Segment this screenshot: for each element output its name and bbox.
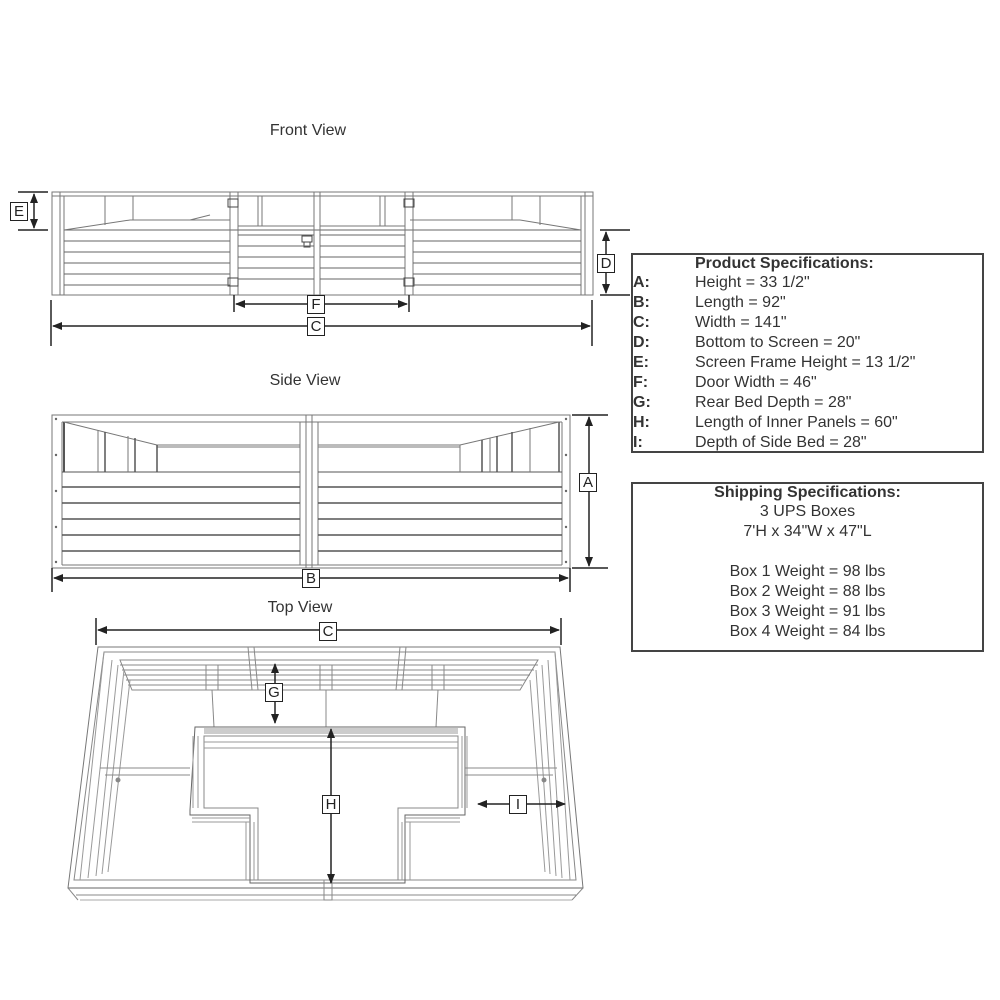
spec-row-g: G: Rear Bed Depth = 28"	[633, 393, 982, 413]
spec-row-c: C: Width = 141"	[633, 313, 982, 333]
spec-value-length: Length = 92"	[695, 294, 786, 311]
front-view-title: Front View	[269, 122, 347, 139]
spec-value-screen-frame-height: Screen Frame Height = 13 1/2"	[695, 354, 916, 371]
shipping-specifications-heading: Shipping Specifications:	[714, 484, 901, 501]
dimension-label-b: B	[302, 569, 320, 588]
dimension-label-g: G	[265, 683, 283, 702]
top-view-drawing	[67, 646, 584, 901]
dimension-label-c-top: C	[319, 622, 337, 641]
product-specifications-heading: Product Specifications:	[695, 255, 874, 272]
shipping-box-dimensions: 7'H x 34"W x 47"L	[743, 523, 872, 540]
spec-value-width: Width = 141"	[695, 314, 787, 331]
dimension-label-i: I	[509, 795, 527, 814]
spec-value-height: Height = 33 1/2"	[695, 274, 810, 291]
product-specifications-box: Product Specifications: A: Height = 33 1…	[631, 253, 984, 453]
top-view-dimensions	[95, 618, 566, 884]
spec-key: F:	[633, 374, 649, 391]
spec-key: G:	[633, 394, 651, 411]
dimension-label-f: F	[307, 295, 325, 314]
spec-value-side-bed-depth: Depth of Side Bed = 28"	[695, 434, 867, 451]
dimension-label-a: A	[579, 473, 597, 492]
spec-key: D:	[633, 334, 650, 351]
shipping-specifications-box: Shipping Specifications: 3 UPS Boxes 7'H…	[631, 482, 984, 652]
spec-value-door-width: Door Width = 46"	[695, 374, 817, 391]
spec-row-h: H: Length of Inner Panels = 60"	[633, 413, 982, 433]
top-view-title: Top View	[267, 599, 333, 616]
spacer	[633, 542, 982, 562]
box-4-weight: Box 4 Weight = 84 lbs	[729, 623, 886, 640]
spec-key: I:	[633, 434, 643, 451]
box-3-weight: Box 3 Weight = 91 lbs	[729, 603, 886, 620]
side-view-title: Side View	[269, 372, 341, 389]
spec-value-inner-panel-length: Length of Inner Panels = 60"	[695, 414, 898, 431]
side-view-drawing	[51, 414, 571, 569]
spec-row-e: E: Screen Frame Height = 13 1/2"	[633, 353, 982, 373]
box-1-weight: Box 1 Weight = 98 lbs	[729, 563, 886, 580]
spec-key: H:	[633, 414, 650, 431]
spec-key: A:	[633, 274, 650, 291]
product-specifications-list: A: Height = 33 1/2" B: Length = 92" C: W…	[633, 273, 982, 453]
front-view-drawing	[51, 191, 594, 296]
dimension-label-d: D	[597, 254, 615, 273]
spec-key: C:	[633, 314, 650, 331]
dimension-label-h: H	[322, 795, 340, 814]
spec-value-rear-bed-depth: Rear Bed Depth = 28"	[695, 394, 852, 411]
spec-row-f: F: Door Width = 46"	[633, 373, 982, 393]
spec-row-d: D: Bottom to Screen = 20"	[633, 333, 982, 353]
spec-row-i: I: Depth of Side Bed = 28"	[633, 433, 982, 453]
spec-key: B:	[633, 294, 650, 311]
spec-row-b: B: Length = 92"	[633, 293, 982, 313]
spec-value-bottom-to-screen: Bottom to Screen = 20"	[695, 334, 861, 351]
dimension-label-e: E	[10, 202, 28, 221]
spec-row-a: A: Height = 33 1/2"	[633, 273, 982, 293]
dimension-label-c-front: C	[307, 317, 325, 336]
spec-key: E:	[633, 354, 649, 371]
shipping-box-count: 3 UPS Boxes	[759, 503, 856, 520]
box-2-weight: Box 2 Weight = 88 lbs	[729, 583, 886, 600]
